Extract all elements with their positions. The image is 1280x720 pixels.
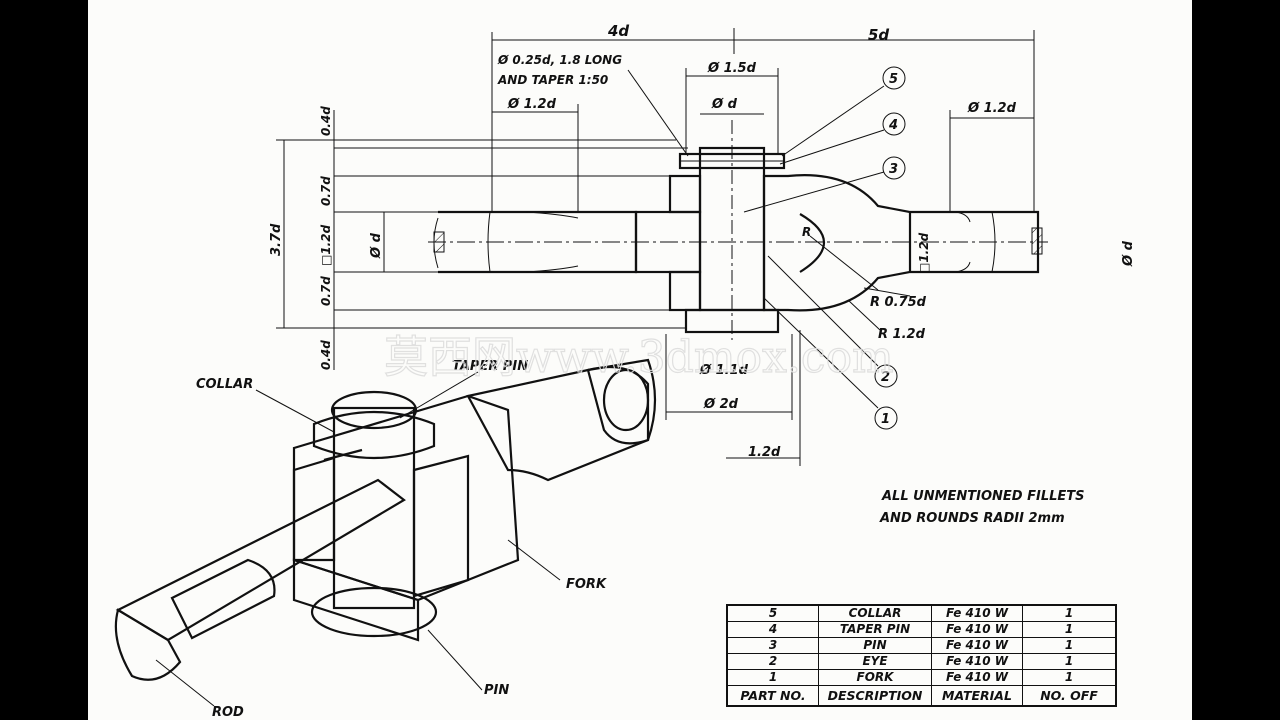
dim-square-1-2d-right: □1.2d bbox=[917, 232, 931, 274]
description-cell: TAPER PIN bbox=[818, 621, 932, 638]
description-cell: EYE bbox=[818, 653, 932, 670]
material-cell: Fe 410 W bbox=[931, 653, 1023, 670]
watermark: 莫西网www.3dmox.com bbox=[384, 332, 894, 383]
description-cell: PIN bbox=[818, 637, 932, 654]
dim-0-7d-bottom: 0.7d bbox=[319, 276, 333, 306]
balloon-2: 2 bbox=[881, 370, 890, 385]
material-cell: Fe 410 W bbox=[931, 637, 1023, 654]
material-cell: Fe 410 W bbox=[931, 621, 1023, 638]
label-taper-pin: TAPER PIN bbox=[452, 359, 528, 374]
quantity-cell: 1 bbox=[1022, 604, 1117, 622]
part-no-cell: 5 bbox=[726, 604, 819, 622]
parts-list-table: 5 COLLAR Fe 410 W 1 4 TAPER PIN Fe 410 W… bbox=[726, 604, 1117, 707]
taper-note-line1: Ø 0.25d, 1.8 LONG bbox=[497, 53, 622, 67]
balloon-5: 5 bbox=[889, 72, 898, 87]
dim-dia-2d: Ø 2d bbox=[703, 397, 739, 412]
dim-dia-d-pin: Ø d bbox=[711, 97, 738, 112]
part-no-cell: 3 bbox=[726, 637, 819, 654]
part-no-cell: 2 bbox=[726, 653, 819, 670]
header-description: DESCRIPTION bbox=[818, 685, 932, 707]
dim-3-7d: 3.7d bbox=[269, 223, 284, 256]
label-collar: COLLAR bbox=[196, 377, 253, 392]
description-cell: FORK bbox=[818, 669, 932, 686]
dim-0-4d-top: 0.4d bbox=[319, 106, 333, 136]
part-no-cell: 4 bbox=[726, 621, 819, 638]
balloon-4: 4 bbox=[888, 118, 898, 133]
radius-0-75d: R 0.75d bbox=[870, 295, 927, 310]
balloon-3: 3 bbox=[889, 162, 898, 177]
dim-dia-1-2d-left: Ø 1.2d bbox=[507, 97, 557, 112]
description-cell: COLLAR bbox=[818, 604, 932, 622]
isometric-view bbox=[114, 358, 657, 681]
radius-1-2d: R 1.2d bbox=[878, 327, 926, 342]
note-line1: ALL UNMENTIONED FILLETS bbox=[881, 489, 1085, 504]
quantity-cell: 1 bbox=[1022, 653, 1117, 670]
part-no-cell: 1 bbox=[726, 669, 819, 686]
dim-dia-1-5d: Ø 1.5d bbox=[707, 61, 757, 76]
dim-dia-d-right: Ø d bbox=[1121, 240, 1136, 267]
dim-dia-1-2d-right: Ø 1.2d bbox=[967, 101, 1017, 116]
table-row: 4 TAPER PIN Fe 410 W 1 bbox=[726, 621, 1117, 638]
dim-square-1-2d: □1.2d bbox=[319, 224, 333, 266]
table-row: 3 PIN Fe 410 W 1 bbox=[726, 637, 1117, 654]
label-fork: FORK bbox=[566, 577, 607, 592]
taper-note-line2: AND TAPER 1:50 bbox=[497, 73, 608, 87]
table-row: 2 EYE Fe 410 W 1 bbox=[726, 653, 1117, 670]
radius-label: R bbox=[802, 225, 811, 239]
material-cell: Fe 410 W bbox=[931, 604, 1023, 622]
quantity-cell: 1 bbox=[1022, 637, 1117, 654]
quantity-cell: 1 bbox=[1022, 669, 1117, 686]
quantity-cell: 1 bbox=[1022, 621, 1117, 638]
header-part-no: PART NO. bbox=[726, 685, 819, 707]
note-line2: AND ROUNDS RADII 2mm bbox=[879, 511, 1065, 526]
table-row: 5 COLLAR Fe 410 W 1 bbox=[726, 604, 1117, 622]
dim-0-4d-bottom: 0.4d bbox=[319, 340, 333, 370]
label-pin: PIN bbox=[484, 683, 509, 698]
label-rod: ROD bbox=[212, 705, 244, 720]
drawing-sheet: 4d 5d Ø 0.25d, 1.8 LONG AND TAPER 1:50 Ø… bbox=[88, 0, 1192, 720]
table-header-row: PART NO. DESCRIPTION MATERIAL NO. OFF bbox=[726, 685, 1117, 707]
dim-dia-1-1d: Ø 1.1d bbox=[699, 363, 749, 378]
header-material: MATERIAL bbox=[931, 685, 1023, 707]
header-no-off: NO. OFF bbox=[1022, 685, 1117, 707]
table-row: 1 FORK Fe 410 W 1 bbox=[726, 669, 1117, 686]
knuckle-joint-drawing: 4d 5d Ø 0.25d, 1.8 LONG AND TAPER 1:50 Ø… bbox=[114, 22, 1136, 720]
dim-1-2d-bottom: 1.2d bbox=[748, 445, 781, 460]
dim-dia-d-left: Ø d bbox=[369, 232, 384, 259]
dim-4d: 4d bbox=[607, 22, 629, 40]
dim-0-7d-top: 0.7d bbox=[319, 176, 333, 206]
balloon-1: 1 bbox=[881, 412, 890, 427]
front-section-view bbox=[276, 28, 1048, 466]
material-cell: Fe 410 W bbox=[931, 669, 1023, 686]
dim-5d: 5d bbox=[868, 26, 889, 44]
